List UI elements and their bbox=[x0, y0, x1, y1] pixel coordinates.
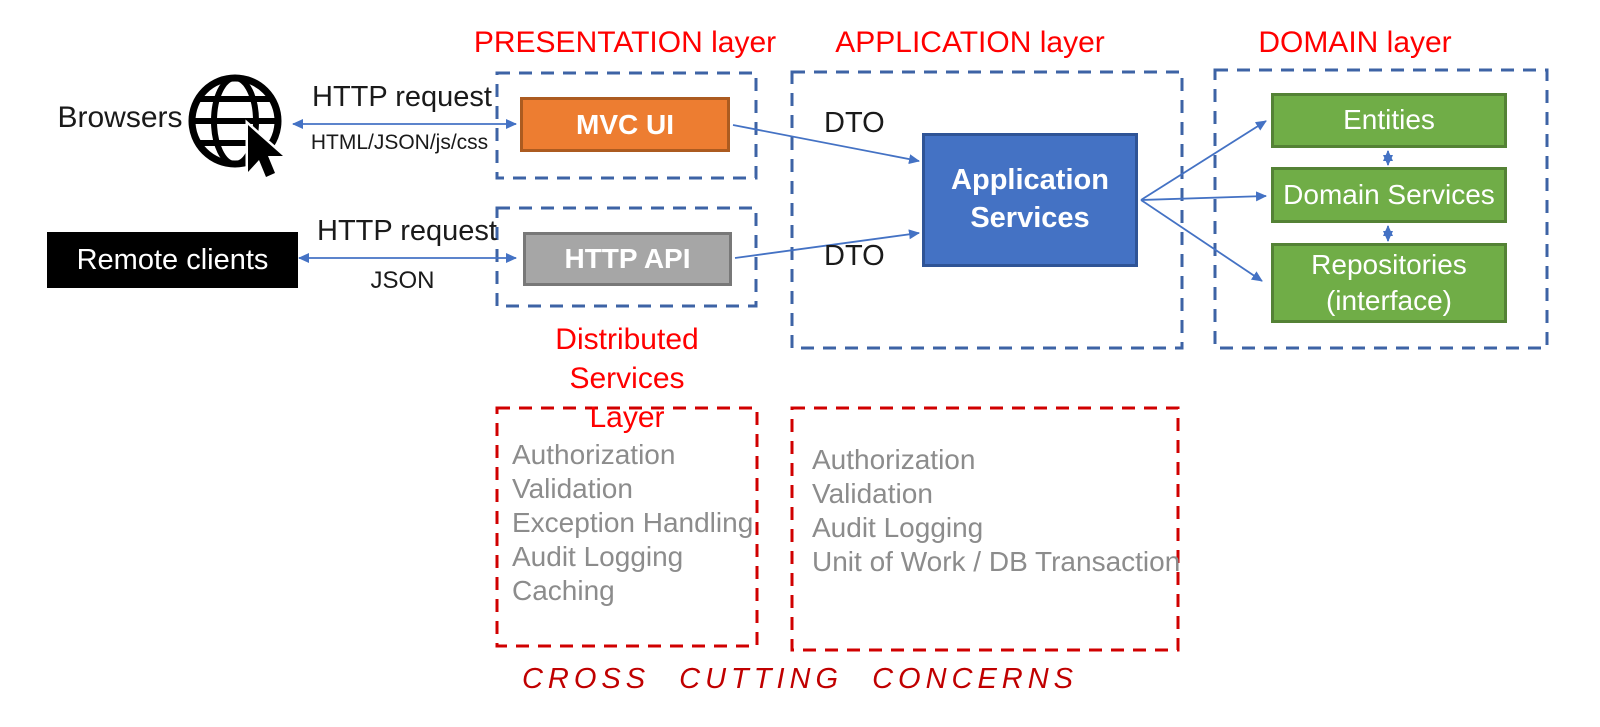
cross-cutting-box-application bbox=[790, 406, 1180, 652]
globe-cursor-icon bbox=[186, 68, 296, 188]
concern-item: Validation bbox=[512, 473, 633, 504]
application-services-box: Application Services bbox=[922, 133, 1138, 267]
concern-item: Caching bbox=[512, 575, 615, 606]
domain-services-label: Domain Services bbox=[1283, 178, 1495, 210]
domain-layer-title: DOMAIN layer bbox=[1258, 26, 1452, 59]
remote-request-label: HTTP request bbox=[317, 215, 497, 247]
http-api-box: HTTP API bbox=[523, 232, 732, 286]
presentation-layer-title: PRESENTATION layer bbox=[473, 26, 777, 59]
mvc-ui-label: MVC UI bbox=[576, 108, 674, 140]
application-concerns-list: Authorization Validation Audit Logging U… bbox=[812, 443, 1180, 579]
repositories-box: Repositories (interface) bbox=[1271, 243, 1507, 323]
dto-bottom-label: DTO bbox=[824, 240, 885, 272]
browsers-response-label: HTML/JSON/js/css bbox=[310, 131, 489, 154]
cross-cutting-concerns-title: CROSS CUTTING CONCERNS bbox=[521, 663, 1079, 695]
concern-item: Validation bbox=[812, 478, 933, 509]
dto-top-label: DTO bbox=[824, 107, 885, 139]
entities-label: Entities bbox=[1343, 104, 1435, 136]
concern-item: Authorization bbox=[812, 444, 976, 475]
entities-box: Entities bbox=[1271, 93, 1507, 148]
http-api-label: HTTP API bbox=[564, 243, 691, 274]
domain-services-box: Domain Services bbox=[1271, 167, 1507, 223]
arrow-mvc-to-appservices bbox=[732, 124, 920, 165]
distributed-concerns-list: Authorization Validation Exception Handl… bbox=[512, 438, 753, 608]
browsers-request-label: HTTP request bbox=[312, 81, 492, 113]
application-layer-title: APPLICATION layer bbox=[835, 26, 1105, 59]
arrow-appservices-to-entities bbox=[1140, 120, 1267, 201]
repositories-label: Repositories (interface) bbox=[1311, 248, 1467, 316]
application-layer-boundary bbox=[790, 70, 1184, 350]
distributed-services-layer-title: Distributed Services Layer bbox=[497, 320, 757, 437]
arrow-appservices-to-repositories bbox=[1140, 199, 1263, 282]
distributed-services-line2: Layer bbox=[589, 401, 665, 434]
concern-item: Authorization bbox=[512, 439, 676, 470]
remote-clients-box: Remote clients bbox=[47, 232, 298, 288]
concern-item: Audit Logging bbox=[812, 512, 984, 543]
concern-item: Audit Logging bbox=[512, 541, 684, 572]
application-services-label: Application Services bbox=[951, 164, 1109, 234]
domain-layer-boundary bbox=[1213, 68, 1549, 350]
cursor-arrow-icon bbox=[245, 119, 290, 181]
arrow-appservices-to-domainservices bbox=[1140, 191, 1267, 202]
mvc-ui-box: MVC UI bbox=[520, 97, 730, 152]
arrow-api-to-appservices bbox=[734, 229, 920, 259]
presentation-mvc-boundary bbox=[495, 71, 758, 180]
remote-response-label: JSON bbox=[370, 267, 435, 294]
remote-clients-label: Remote clients bbox=[76, 243, 269, 276]
concern-item: Exception Handling bbox=[512, 507, 754, 538]
distributed-services-line1: Distributed Services bbox=[555, 323, 699, 395]
browsers-label: Browsers bbox=[57, 101, 183, 134]
concern-item: Unit of Work / DB Transaction bbox=[812, 546, 1181, 577]
cross-cutting-box-distributed bbox=[495, 406, 759, 648]
